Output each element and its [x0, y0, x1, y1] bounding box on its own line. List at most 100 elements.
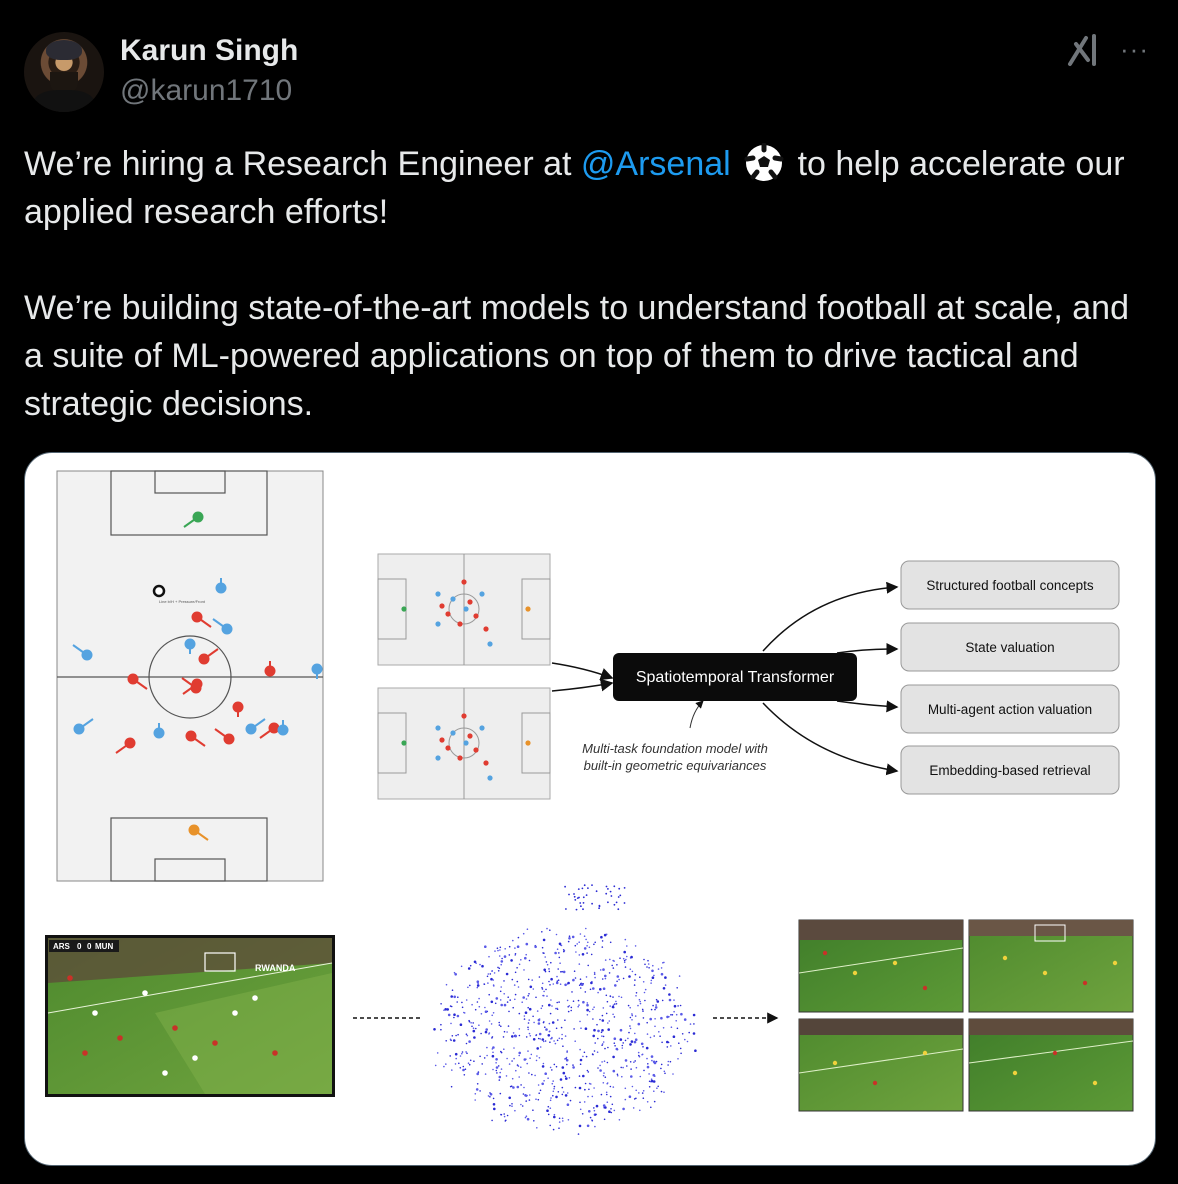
thumb-player [1012, 1070, 1018, 1076]
author-avatar[interactable] [24, 32, 104, 112]
broadcast-player [192, 1055, 198, 1061]
broadcast-player [82, 1050, 88, 1056]
player-marker [245, 723, 257, 735]
broadcast-player [92, 1010, 98, 1016]
small-player-dot [450, 730, 456, 736]
player-marker [184, 638, 196, 650]
avatar-turban [46, 40, 82, 60]
small-player-dot [435, 621, 441, 627]
thumb-player [892, 960, 898, 966]
small-player-dot [461, 713, 467, 719]
research-figure: Line b/H + Pressure/Front Spatiotemporal [45, 470, 1134, 1135]
avatar-beard [50, 72, 78, 94]
output-label-1: State valuation [965, 640, 1054, 655]
small-player-dot [473, 613, 479, 619]
avatar-body [34, 90, 94, 112]
small-player-dot [401, 740, 407, 746]
player-marker [190, 682, 202, 694]
small-player-dot [463, 740, 469, 746]
embedding-scatter [433, 884, 697, 1135]
output-label-2: Multi-agent action valuation [928, 702, 1092, 717]
thumb-player [922, 1050, 928, 1056]
player-marker [268, 722, 280, 734]
player-marker [311, 663, 323, 675]
tactical-pitch: Line b/H + Pressure/Front [56, 470, 324, 882]
small-player-dot [473, 747, 479, 753]
thumb-player [1082, 980, 1088, 986]
player-marker [264, 665, 276, 677]
retrieved-clip-2 [798, 1018, 964, 1112]
output-box-1: State valuation [900, 622, 1120, 672]
broadcast-player [212, 1040, 218, 1046]
grok-icon[interactable] [1066, 32, 1102, 68]
more-icon[interactable]: ··· [1120, 34, 1149, 64]
tweet-paragraph-2: We’re building state-of-the-art models t… [24, 289, 1129, 423]
player-marker [81, 649, 93, 661]
output-label-0: Structured football concepts [926, 578, 1094, 593]
small-player-dot [401, 606, 407, 612]
media-card[interactable]: Line b/H + Pressure/Front Spatiotemporal [24, 452, 1156, 1166]
score-away: MUN [95, 942, 113, 951]
small-pitch-bottom [377, 687, 551, 800]
author-name[interactable]: Karun Singh [120, 34, 299, 67]
ad-board-text: RWANDA [255, 963, 296, 973]
small-player-dot [445, 611, 451, 617]
small-pitch-top [377, 553, 551, 666]
thumb-player [1052, 1050, 1058, 1056]
small-player-dot [479, 591, 485, 597]
retrieved-clip-0 [798, 919, 964, 1013]
broadcast-player [67, 975, 73, 981]
broadcast-player [252, 995, 258, 1001]
transformer-box [613, 653, 857, 701]
small-player-dot [467, 599, 473, 605]
small-player-dot [487, 641, 493, 647]
player-marker [124, 737, 136, 749]
retrieved-clip-3 [968, 1018, 1134, 1112]
retrieved-clip-1 [968, 919, 1134, 1013]
pitch-note: Line b/H + Pressure/Front [159, 599, 206, 604]
soccer-ball-icon [744, 143, 784, 181]
thumb-player [922, 985, 928, 991]
small-player-dot [457, 621, 463, 627]
thumb-player [852, 970, 858, 976]
player-marker [192, 511, 204, 523]
player-marker [191, 611, 203, 623]
tweet-paragraph-1: We’re hiring a Research Engineer at @Ars… [24, 140, 1144, 236]
author-handle[interactable]: @karun1710 [120, 74, 293, 107]
score-home: ARS [53, 942, 71, 951]
small-player-dot [445, 745, 451, 751]
small-player-dot [435, 725, 441, 731]
mention-link[interactable]: @Arsenal [580, 145, 731, 183]
small-player-dot [463, 606, 469, 612]
player-marker [188, 824, 200, 836]
output-box-0: Structured football concepts [900, 560, 1120, 610]
thumb-player [1092, 1080, 1098, 1086]
broadcast-player [162, 1070, 168, 1076]
tweet-line1-post: to help accelerate our applied research … [24, 145, 1125, 231]
tweet-text: We’re hiring a Research Engineer at @Ars… [24, 140, 1144, 428]
player-marker [198, 653, 210, 665]
small-player-dot [461, 579, 467, 585]
player-marker [221, 623, 233, 635]
thumb-player [832, 1060, 838, 1066]
broadcast-player [117, 1035, 123, 1041]
player-marker [185, 730, 197, 742]
output-box-2: Multi-agent action valuation [900, 684, 1120, 734]
player-marker [223, 733, 235, 745]
small-player-dot [435, 591, 441, 597]
broadcast-player [142, 990, 148, 996]
small-player-dot [525, 740, 531, 746]
thumb-player [1112, 960, 1118, 966]
small-player-dot [450, 596, 456, 602]
small-player-dot [487, 775, 493, 781]
thumb-player [1042, 970, 1048, 976]
small-player-dot [439, 737, 445, 743]
player-marker [232, 701, 244, 713]
player-marker [127, 673, 139, 685]
transformer-label: Spatiotemporal Transformer [636, 669, 835, 686]
small-player-dot [483, 626, 489, 632]
broadcast-frame: ARS 0 0 MUN RWANDA [45, 935, 335, 1097]
small-player-dot [479, 725, 485, 731]
broadcast-player [172, 1025, 178, 1031]
ball-marker [152, 584, 166, 598]
